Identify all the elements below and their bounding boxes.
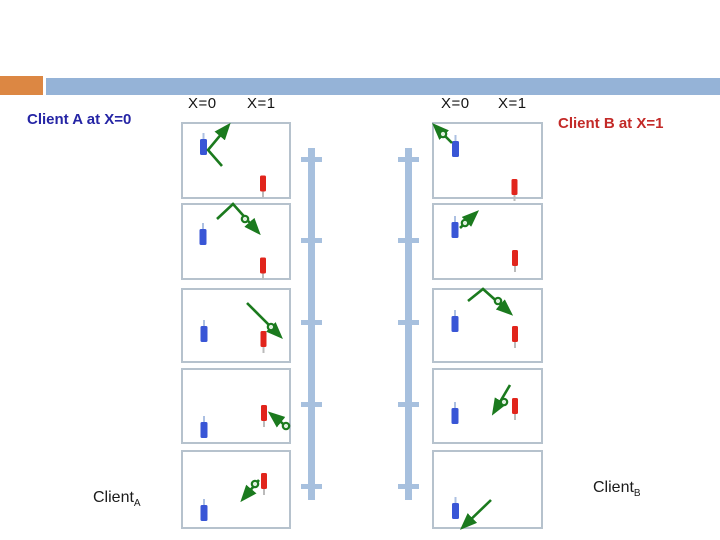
timeline-tick <box>398 320 419 325</box>
footer-client-b-base: Client <box>593 479 634 496</box>
op-box-client-b-replica <box>432 288 543 363</box>
footer-client-a-label: ClientA <box>93 489 141 509</box>
timeline-tick <box>398 238 419 243</box>
timeline-tick <box>301 402 322 407</box>
op-box-client-b-replica <box>432 368 543 444</box>
timeline-tick <box>398 402 419 407</box>
footer-client-a-base: Client <box>93 489 134 506</box>
column-header-left-x1: X=1 <box>247 95 276 112</box>
timeline-tick <box>301 320 322 325</box>
header-band <box>46 78 720 95</box>
column-header-right-x1: X=1 <box>498 95 527 112</box>
op-box-client-a-replica <box>181 450 291 529</box>
op-box-client-b-replica <box>432 122 543 199</box>
client-a-title: Client A at X=0 <box>27 111 132 128</box>
op-box-client-b-replica <box>432 450 543 529</box>
footer-client-a-sub: A <box>133 498 141 510</box>
timeline-tick <box>301 484 322 489</box>
op-box-client-a-replica <box>181 122 291 199</box>
footer-client-b-sub: B <box>633 488 641 500</box>
op-box-client-a-replica <box>181 368 291 444</box>
timeline-tick <box>398 484 419 489</box>
timeline-tick <box>301 238 322 243</box>
accent-bar <box>0 76 43 95</box>
footer-client-b-label: ClientB <box>593 479 641 499</box>
timeline-tick <box>301 157 322 162</box>
timeline-tick <box>398 157 419 162</box>
op-box-client-a-replica <box>181 288 291 363</box>
column-header-left-x0: X=0 <box>188 95 217 112</box>
op-box-client-a-replica <box>181 203 291 280</box>
column-header-right-x0: X=0 <box>441 95 470 112</box>
client-b-title: Client B at X=1 <box>558 115 664 132</box>
op-box-client-b-replica <box>432 203 543 280</box>
